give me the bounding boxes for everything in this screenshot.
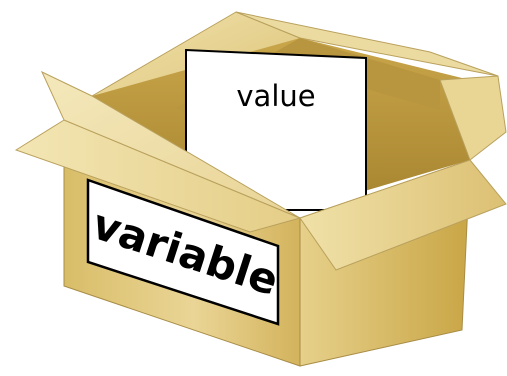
value-card-text: value xyxy=(236,79,315,113)
value-card: value xyxy=(185,48,367,211)
box-right-top-flap xyxy=(439,75,507,161)
box-right-flap xyxy=(299,159,507,271)
